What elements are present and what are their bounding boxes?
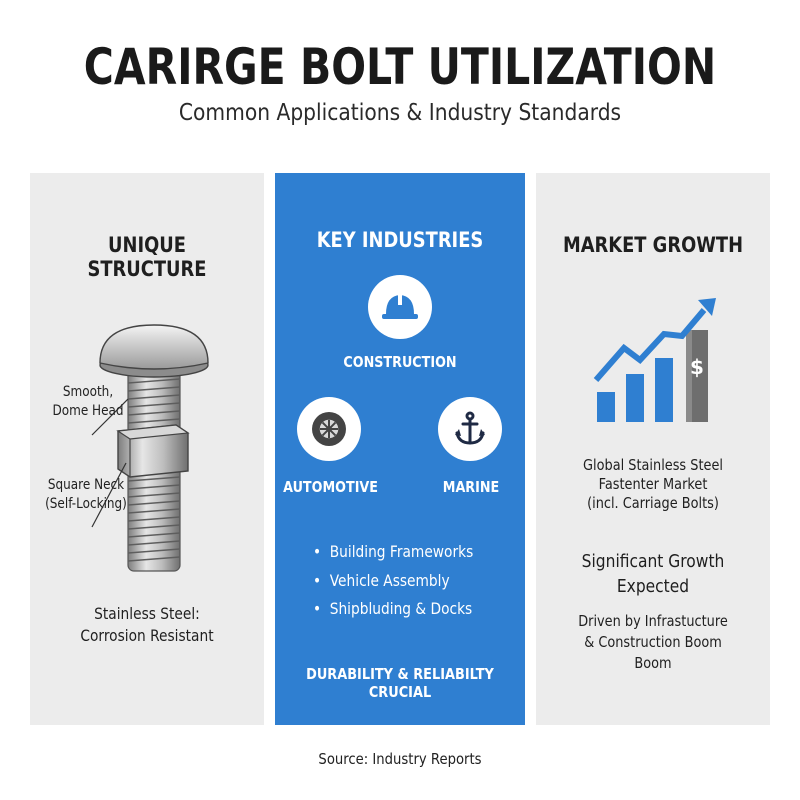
hard-hat-icon (368, 275, 432, 339)
anchor-icon (438, 397, 502, 461)
industry-marine-label: MARINE (442, 478, 500, 496)
list-item: Building Frameworks (313, 538, 474, 567)
page-subtitle: Common Applications & Industry Standards (178, 100, 622, 126)
growth-panel: MARKET GROWTH $ Global Stainless Steel F… (536, 173, 770, 725)
page-title: CARIRGE BOLT UTILIZATION (83, 38, 717, 96)
industries-panel: KEY INDUSTRIES CONSTRUCTION AUTOMOTIVE (275, 173, 525, 725)
market-description: Global Stainless Steel Fastenter Market … (583, 456, 723, 512)
industry-uses-list: Building Frameworks Vehicle Assembly Shi… (313, 538, 499, 624)
currency-symbol: $ (690, 355, 704, 379)
list-item: Shipbluding & Docks (313, 595, 473, 624)
dome-head-label: Smooth, Dome Head (52, 384, 124, 419)
square-neck-label: Square Neck (Self-Locking) (45, 477, 127, 512)
structure-panel: UNIQUE STRUCTURE (30, 173, 264, 725)
list-item: Vehicle Assembly (313, 567, 473, 596)
wheel-icon (297, 397, 361, 461)
industry-construction-label: CONSTRUCTION (343, 353, 457, 371)
growth-forecast: Significant Growth Expected (581, 551, 725, 597)
durability-note: DURABILITY & RELIABILTY CRUCIAL (306, 665, 494, 701)
growth-heading: MARKET GROWTH (562, 233, 744, 257)
growth-chart-icon: $ (593, 298, 716, 422)
carriage-bolt-icon (91, 324, 209, 572)
source-note: Source: Industry Reports (318, 750, 482, 768)
industries-heading: KEY INDUSTRIES (316, 228, 484, 252)
material-note: Stainless Steel: Corrosion Resistant (80, 604, 214, 645)
structure-heading: UNIQUE STRUCTURE (87, 233, 207, 281)
industry-automotive-label: AUTOMOTIVE (283, 478, 379, 496)
growth-driver: Driven by Infrastucture & Construction B… (578, 612, 728, 672)
